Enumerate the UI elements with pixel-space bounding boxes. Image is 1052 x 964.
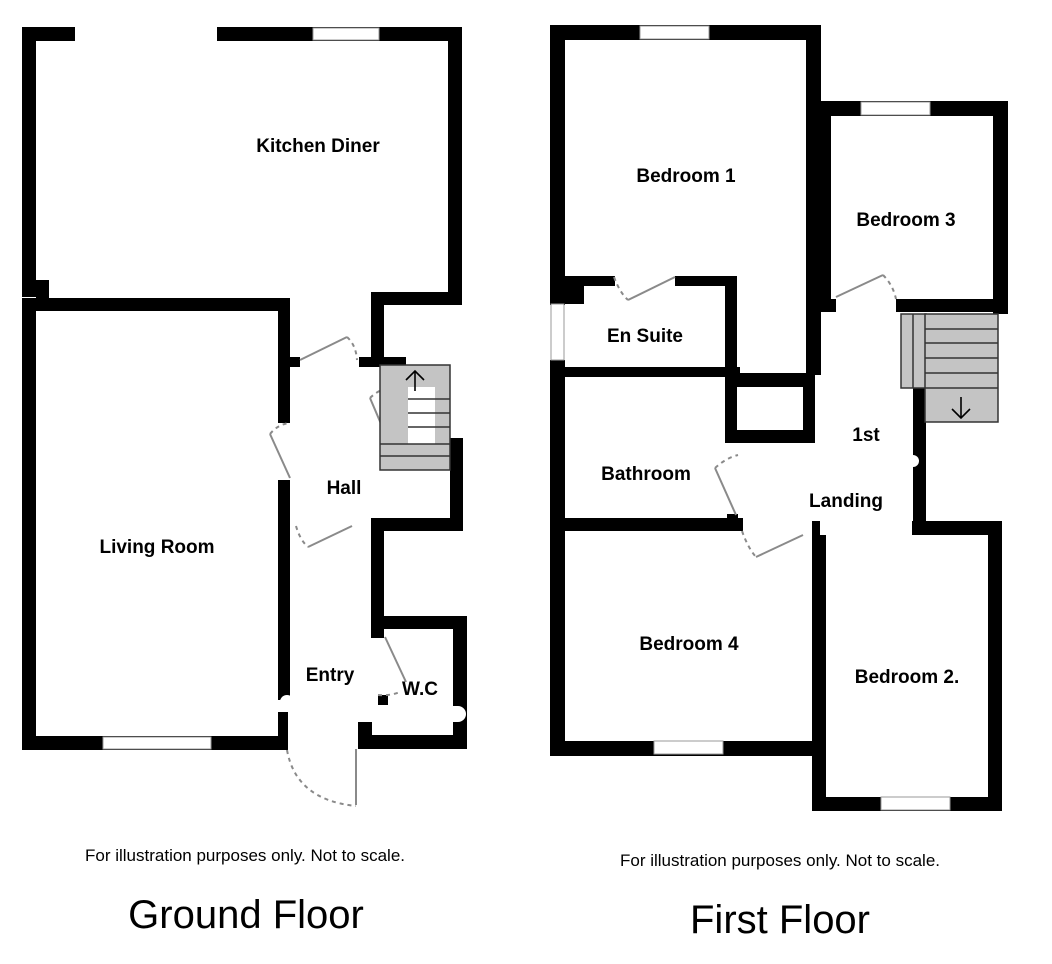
room-label-living-room: Living Room bbox=[99, 537, 215, 558]
ground-floor-doors bbox=[269, 336, 407, 807]
room-label-entry: Entry bbox=[305, 665, 355, 686]
room-label-wc: W.C bbox=[402, 679, 438, 700]
first-floor-disclaimer: For illustration purposes only. Not to s… bbox=[620, 851, 940, 870]
room-label-hall: Hall bbox=[326, 478, 362, 499]
first-floor-windows bbox=[550, 25, 951, 811]
room-label-landing-line2: Landing bbox=[809, 491, 883, 512]
first-floor-doors bbox=[613, 274, 897, 558]
room-label-en-suite: En Suite bbox=[606, 326, 684, 347]
stairs-down-arrow-icon bbox=[951, 397, 971, 420]
ground-floor-disclaimer: For illustration purposes only. Not to s… bbox=[85, 846, 405, 865]
ground-floor-title: Ground Floor bbox=[128, 893, 364, 937]
stairs-up-arrow-icon bbox=[405, 369, 425, 391]
first-floor-title: First Floor bbox=[690, 898, 870, 942]
room-label-kitchen-diner: Kitchen Diner bbox=[256, 136, 380, 157]
room-label-bedroom-2: Bedroom 2. bbox=[854, 667, 960, 688]
room-label-bedroom-1: Bedroom 1 bbox=[636, 166, 736, 187]
room-label-bedroom-4: Bedroom 4 bbox=[639, 634, 739, 655]
room-label-landing-line1: 1st bbox=[852, 425, 880, 446]
room-label-bedroom-3: Bedroom 3 bbox=[856, 210, 956, 231]
room-label-bathroom: Bathroom bbox=[601, 464, 691, 485]
ground-floor-windows bbox=[102, 27, 380, 750]
